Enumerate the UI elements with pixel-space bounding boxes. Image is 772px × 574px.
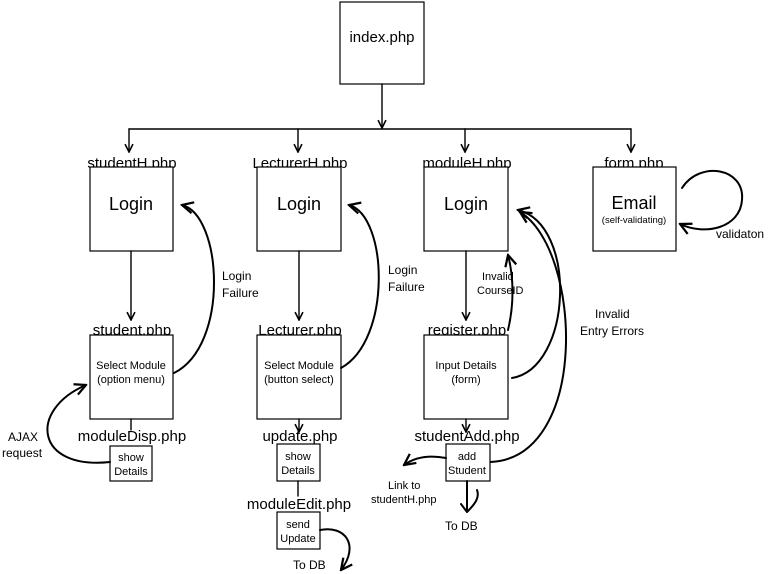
node-lecturer: Lecturer.php Select Module (button selec… (256, 322, 342, 420)
node-update: update.php show Details (262, 428, 338, 482)
moduleDisp-box (109, 445, 153, 482)
login-failure-1-line1: Login (222, 269, 251, 283)
login-failure-2-line1: Login (388, 263, 417, 277)
node-studentAdd: studentAdd.php add Student (414, 428, 520, 482)
studentAdd-file-label: studentAdd.php (414, 428, 519, 445)
moduleEdit-content-line1: send (286, 519, 310, 531)
student-content-line2: (option menu) (97, 374, 165, 386)
moduleH-content: Login (444, 194, 488, 214)
node-register: register.php Input Details (form) (423, 322, 509, 420)
lecturerH-content: Login (277, 194, 321, 214)
lecturer-content-line1: Select Module (264, 360, 334, 372)
to-db-2-label: To DB (293, 558, 326, 572)
node-moduleH: moduleH.php Login (422, 155, 512, 252)
node-student: student.php Select Module (option menu) (89, 322, 174, 420)
lecturer-box (256, 334, 342, 420)
node-index: index.php (339, 1, 425, 85)
index-box (339, 1, 425, 85)
studentH-content: Login (109, 194, 153, 214)
validation-label: validaton (716, 227, 764, 241)
arrow-invalid-courseid (508, 255, 513, 331)
invalid-entry-line1: Invalid (595, 307, 630, 321)
arrow-login-failure-lecturer (340, 205, 380, 369)
moduleH-box (423, 166, 509, 252)
studentAdd-content-line1: add (458, 451, 476, 463)
arrow-link-to-studentH (404, 457, 447, 465)
link-student-line2: studentH.php (371, 494, 436, 506)
arrow-register-to-moduleH (511, 210, 562, 379)
update-file-label: update.php (262, 428, 337, 445)
link-student-line1: Link to (388, 480, 420, 492)
node-form: form.php Email (self-validating) (592, 155, 677, 252)
index-file-label: index.php (349, 29, 414, 46)
moduleEdit-content-line2: Update (280, 533, 315, 545)
studentH-box (89, 166, 174, 252)
moduleDisp-content-line2: Details (114, 466, 148, 478)
ajax-label-line1: AJAX (8, 430, 38, 444)
moduleEdit-file-label: moduleEdit.php (247, 496, 351, 513)
arrow-invalid-entry-errors (489, 212, 567, 463)
studentAdd-content-line2: Student (448, 465, 486, 477)
student-content-line1: Select Module (96, 360, 166, 372)
moduleDisp-file-label: moduleDisp.php (78, 428, 186, 445)
form-content-title: Email (611, 193, 656, 213)
arrow-ajax-request (46, 385, 111, 464)
register-box (423, 334, 509, 420)
moduleEdit-box (276, 511, 321, 550)
node-moduleEdit: moduleEdit.php send Update (247, 496, 351, 550)
ajax-label-line2: request (2, 446, 43, 460)
form-box (592, 166, 677, 252)
node-moduleDisp: moduleDisp.php show Details (78, 428, 186, 482)
login-failure-1-line2: Failure (222, 286, 259, 300)
student-box (89, 334, 174, 420)
invalid-courseid-line2: CourseID (477, 285, 524, 297)
form-content-sub: (self-validating) (602, 215, 666, 226)
login-failure-2-line2: Failure (388, 280, 425, 294)
studentAdd-box (445, 443, 491, 482)
moduleDisp-content-line1: show (118, 452, 144, 464)
register-content-line1: Input Details (435, 360, 497, 372)
arrow-form-self-validation (680, 170, 744, 230)
node-lecturerH: LecturerH.php Login (252, 155, 348, 252)
to-db-1-label: To DB (445, 519, 478, 533)
arrow-login-failure-student (173, 205, 215, 374)
invalid-courseid-line1: Invalid (482, 271, 514, 283)
lecturerH-box (256, 166, 342, 252)
node-studentH: studentH.php Login (87, 155, 177, 252)
index-connectors (129, 83, 631, 152)
update-content-line1: show (285, 451, 311, 463)
invalid-entry-line2: Entry Errors (580, 324, 644, 338)
lecturer-content-line2: (button select) (264, 374, 334, 386)
arrow-moduleEdit-to-db (319, 528, 350, 570)
arrow-studentAdd-to-db (460, 480, 479, 513)
update-content-line2: Details (281, 465, 315, 477)
update-box (276, 443, 321, 482)
register-content-line2: (form) (451, 374, 480, 386)
